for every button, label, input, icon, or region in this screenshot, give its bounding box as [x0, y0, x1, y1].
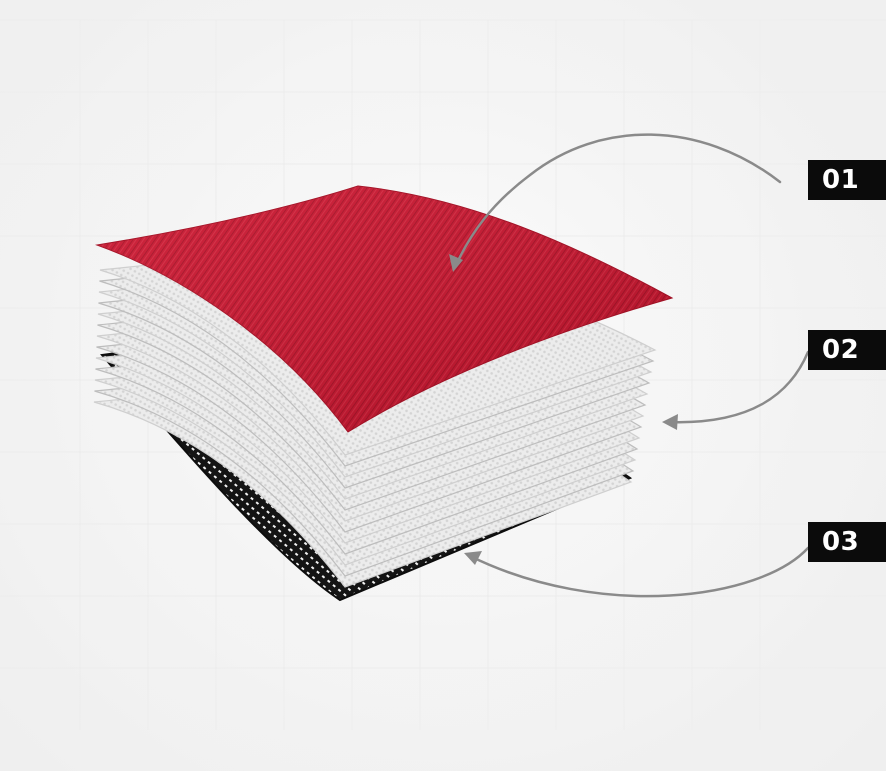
label-01: 01: [808, 160, 886, 200]
label-02: 02: [808, 330, 886, 370]
label-03: 03: [808, 522, 886, 562]
